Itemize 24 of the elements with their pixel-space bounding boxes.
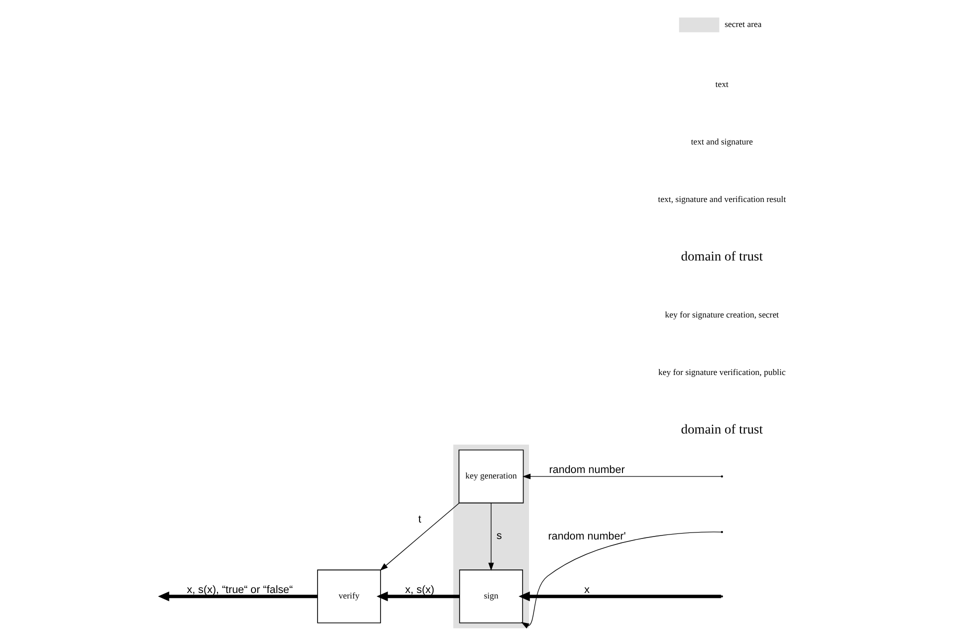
arrow <box>380 502 460 571</box>
arrow <box>522 474 722 480</box>
label: key for signature creation, secret <box>665 309 779 320</box>
arrow <box>488 502 494 571</box>
edge-label: s <box>496 530 502 542</box>
label: text, signature and verification result <box>658 194 786 204</box>
arrow <box>376 591 460 602</box>
edge-label: random number <box>549 464 625 476</box>
label: domain of trust <box>681 422 763 437</box>
arrow <box>521 532 722 628</box>
label: domain of trust <box>681 248 763 264</box>
edge-label: x, s(x) <box>405 584 434 596</box>
arrow <box>518 591 722 602</box>
edge-label: x <box>584 584 590 596</box>
label: text <box>715 78 728 89</box>
label: text and signature <box>691 136 753 146</box>
node-box: verify <box>317 570 381 624</box>
node-box: key generation <box>458 450 524 504</box>
edge-label: t <box>418 514 422 526</box>
edge-label: x, s(x), “true“ or “false“ <box>186 584 293 596</box>
label: key for signature verification, public <box>658 366 786 377</box>
edge-label: random number' <box>548 530 626 542</box>
node-box: sign <box>459 570 524 624</box>
legend-label: secret area <box>724 19 762 30</box>
